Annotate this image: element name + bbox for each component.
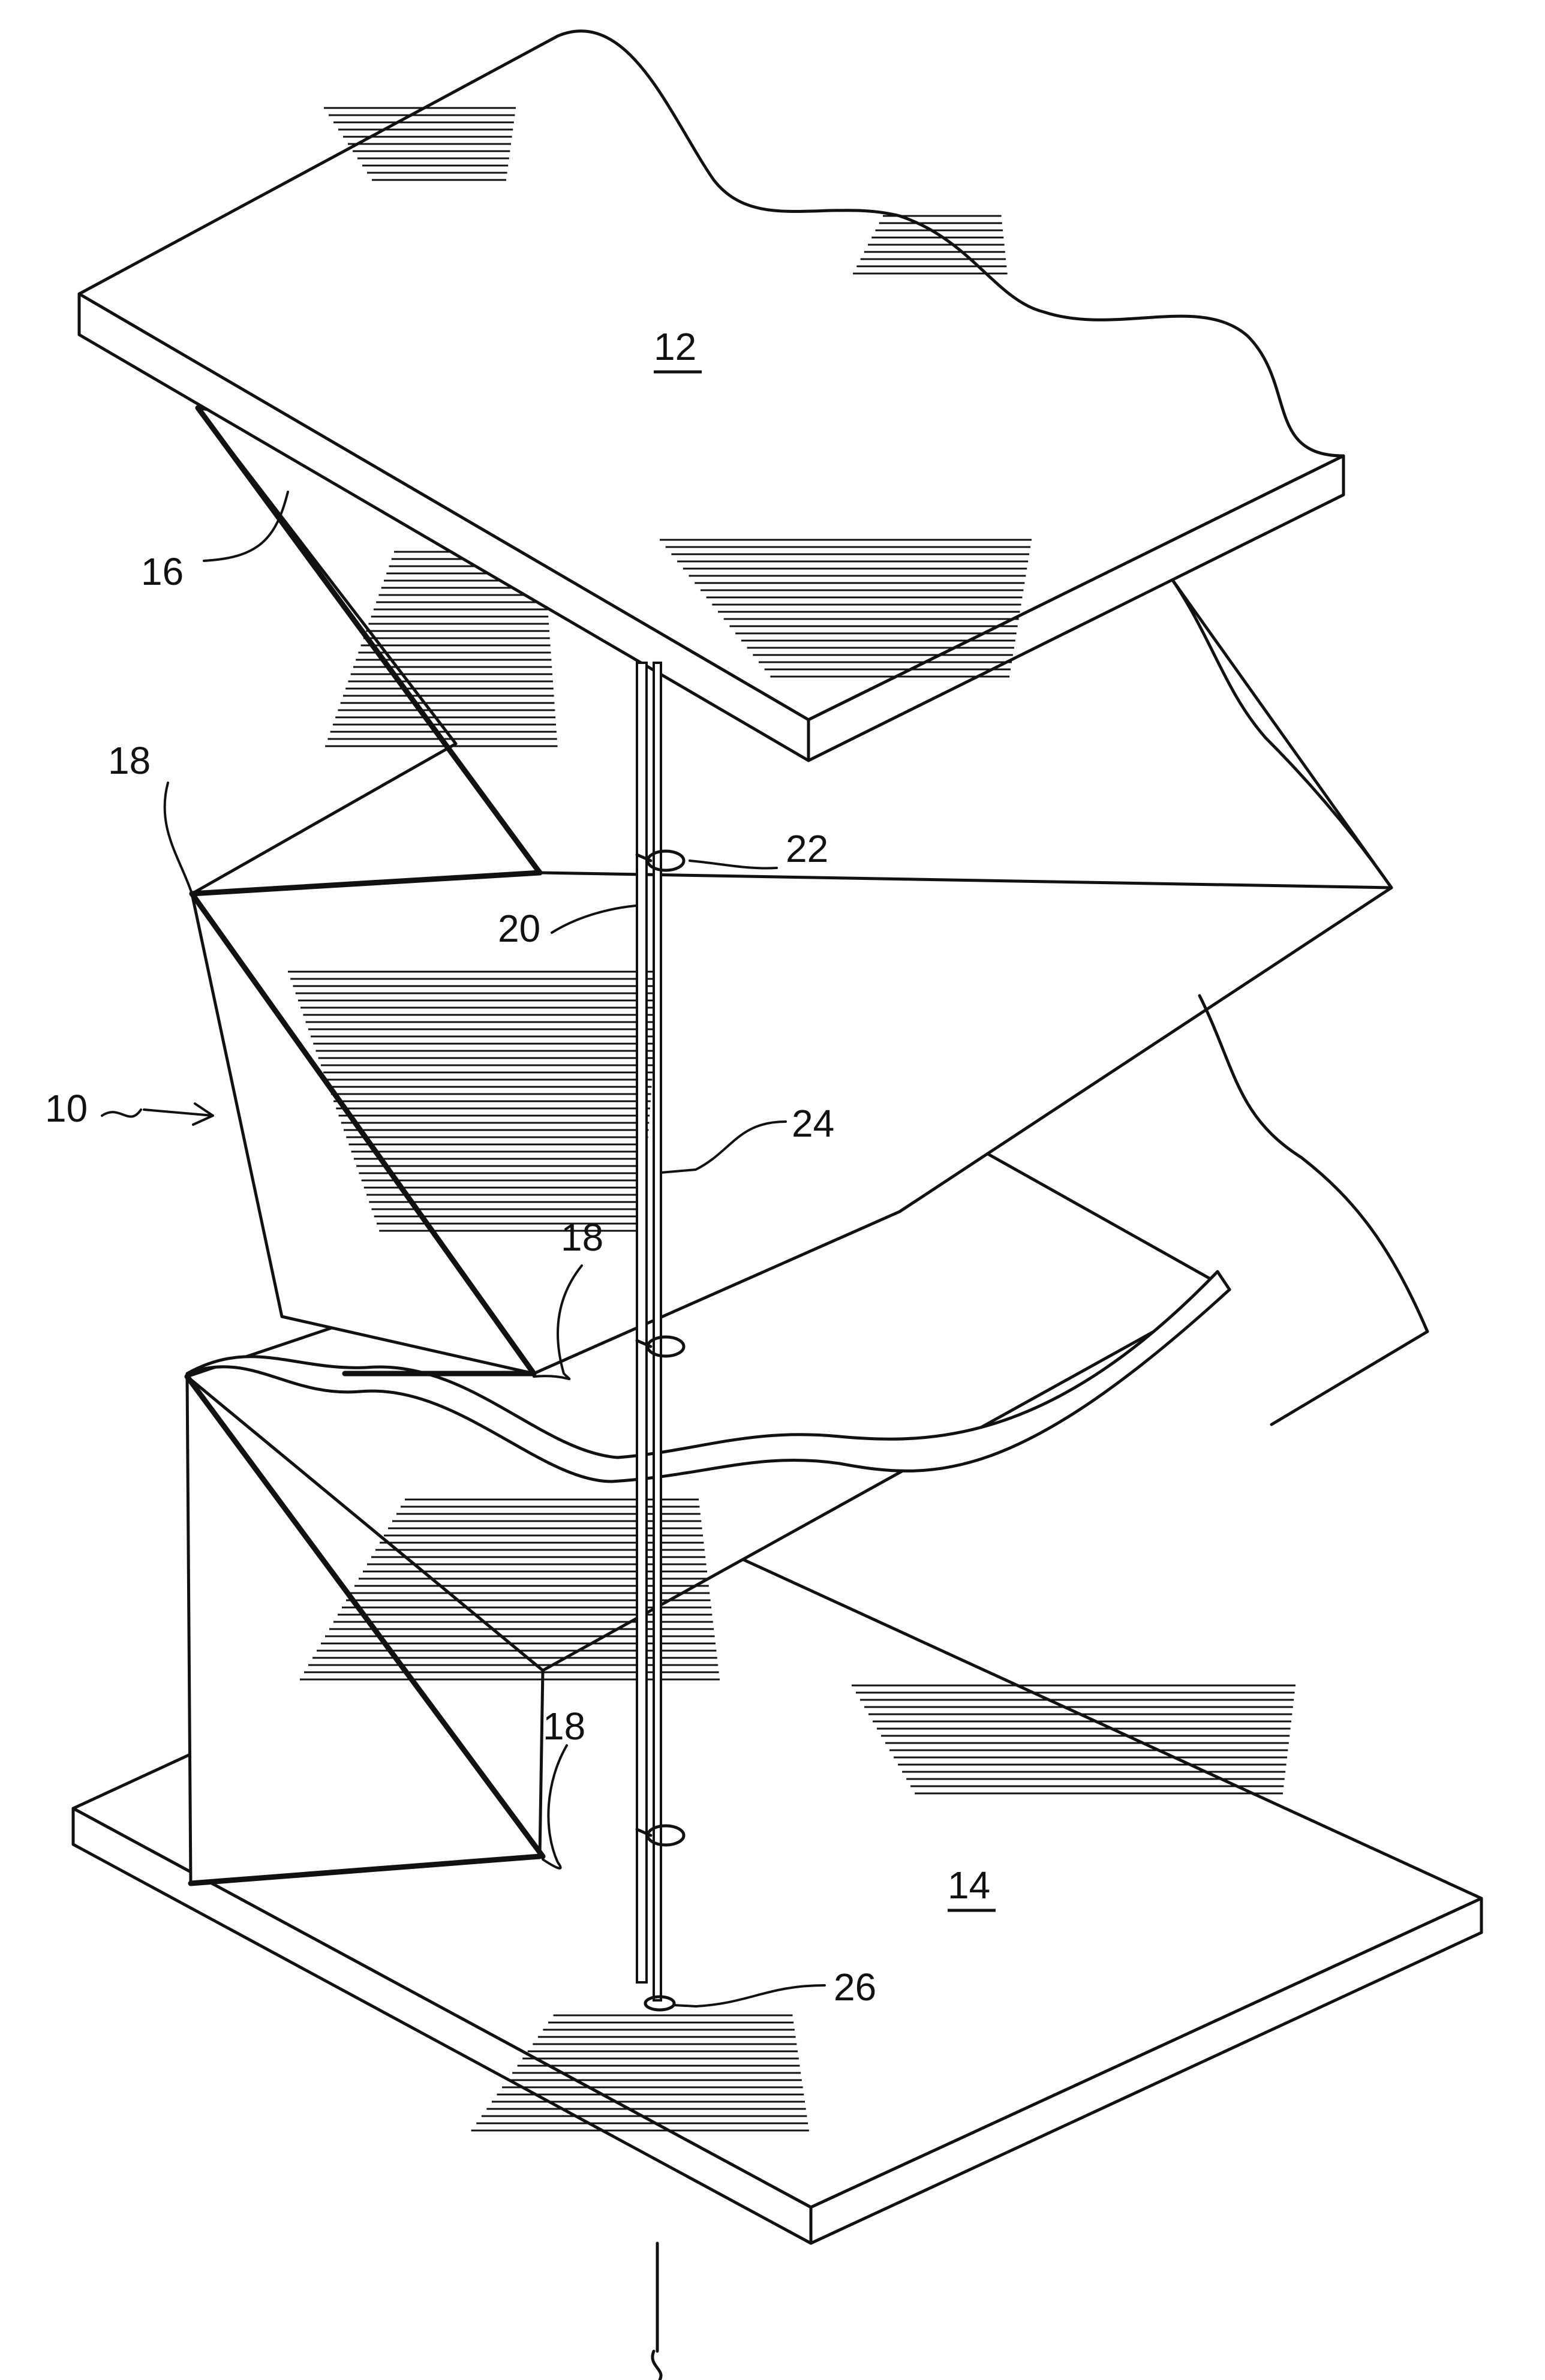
- middle-pleat-wavy-edge: [1200, 996, 1427, 1425]
- label-16: 16: [141, 550, 184, 593]
- label-14: 14: [948, 1864, 990, 1907]
- label-22: 22: [786, 827, 828, 870]
- leader-10: [102, 1110, 141, 1117]
- label-10: 10: [45, 1087, 88, 1130]
- label-12: 12: [654, 325, 696, 368]
- label-24: 24: [792, 1102, 834, 1145]
- label-26: 26: [834, 1966, 876, 2009]
- cord-below-plate: [653, 2243, 661, 2380]
- cord-24: [654, 663, 661, 2000]
- label-18-top: 18: [108, 739, 151, 782]
- label-20: 20: [498, 907, 540, 950]
- label-18-low: 18: [543, 1705, 585, 1748]
- leader-18-top: [165, 783, 192, 894]
- rod-20: [637, 663, 647, 1982]
- label-18-mid: 18: [561, 1216, 603, 1259]
- arrow-10: [144, 1104, 213, 1125]
